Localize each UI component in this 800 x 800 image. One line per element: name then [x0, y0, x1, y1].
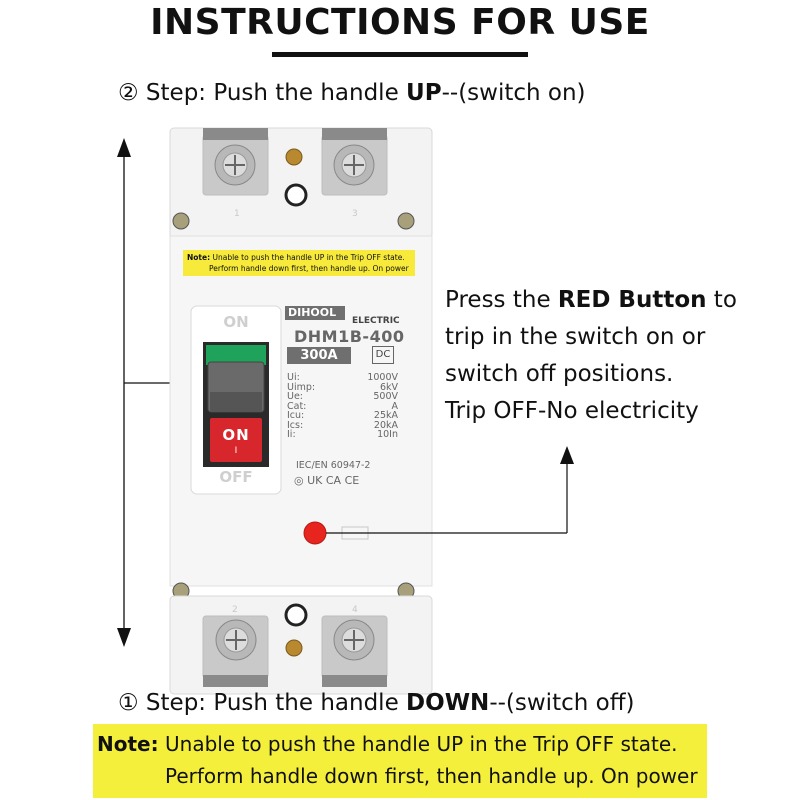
- cover-screw-icon: [172, 212, 190, 230]
- standard-label: IEC/EN 60947-2: [296, 460, 371, 471]
- spec-value: 1000V: [367, 372, 398, 383]
- brand-logo: DIHOOL: [285, 306, 345, 320]
- step-switch-off: ① Step: Push the handle DOWN--(switch of…: [118, 690, 635, 716]
- spec-key: Cat:: [287, 400, 307, 412]
- handle-off-label: OFF: [219, 468, 253, 486]
- breaker-warning-strip: Note: Unable to push the handle UP in th…: [183, 250, 415, 276]
- desc-emphasis: RED Button: [557, 287, 707, 313]
- note-banner: Note: Unable to push the handle UP in th…: [93, 724, 707, 798]
- spec-value: 500V: [373, 391, 398, 402]
- current-rating: 300A: [287, 347, 351, 364]
- step-switch-on: ② Step: Push the handle UP--(switch on): [118, 80, 586, 106]
- terminal-screw-icon: [214, 144, 256, 186]
- on-button-sub-label: I: [234, 446, 238, 456]
- spec-value: 20kA: [373, 419, 398, 431]
- spec-value: 25kA: [373, 410, 398, 421]
- terminal-screw-icon: [333, 144, 375, 186]
- model-number: DHM1B-400: [294, 327, 405, 346]
- terminal-number: 1: [234, 209, 240, 219]
- spec-keys: Ui: Uimp: Ue: Cat: Icu: Ics: Ii:: [287, 373, 315, 440]
- down-arrow-icon: [117, 628, 131, 647]
- note-label: Note:: [97, 732, 159, 756]
- cert-marks-text: UK CA CE: [307, 474, 360, 487]
- title-underline: [272, 52, 528, 57]
- step-emphasis: UP: [406, 80, 442, 106]
- terminal-number: 2: [232, 605, 238, 615]
- spec-key: Uimp:: [287, 381, 316, 393]
- brand-subtitle: ELECTRIC: [352, 316, 400, 326]
- note-line1: Unable to push the handle UP in the Trip…: [165, 732, 678, 756]
- on-button-label: ON: [222, 426, 250, 444]
- desc-line4: Trip OFF-No electricity: [445, 398, 699, 424]
- spec-value: A: [391, 400, 399, 412]
- certification-marks: ◎ UK CA CE: [294, 474, 359, 487]
- red-button-description: Press the RED Button to trip in the swit…: [445, 282, 737, 430]
- terminal-number: 4: [352, 605, 358, 615]
- spec-key: Ii:: [287, 429, 296, 440]
- step-suffix: --(switch on): [441, 80, 586, 106]
- brass-screw-icon: [285, 639, 303, 657]
- spec-key: Ics:: [287, 419, 304, 431]
- strip-note-label: Note:: [187, 253, 211, 262]
- desc-line1: Press the RED Button to: [445, 287, 737, 313]
- handle-on-label: ON: [223, 313, 249, 331]
- step-prefix: Step: Push the handle: [138, 690, 407, 716]
- red-trip-button: [303, 521, 327, 545]
- up-arrow-icon: [560, 446, 574, 464]
- step-prefix: Step: Push the handle: [138, 80, 407, 106]
- on-indicator-button: [210, 418, 262, 462]
- spec-key: Ue:: [287, 391, 303, 402]
- strip-note-line2: Perform handle down first, then handle u…: [209, 264, 409, 273]
- spec-key: Icu:: [287, 410, 305, 421]
- step-marker: ①: [118, 690, 139, 716]
- desc-line3: switch off positions.: [445, 361, 674, 387]
- desc-line2: trip in the switch on or: [445, 324, 706, 350]
- step-emphasis: DOWN: [406, 690, 490, 716]
- spec-value: 10In: [377, 429, 398, 440]
- terminal-number: 3: [352, 209, 358, 219]
- terminal-screw-icon: [333, 619, 375, 661]
- step-marker: ②: [118, 80, 139, 106]
- step-suffix: --(switch off): [489, 690, 635, 716]
- spec-values: 1000V 6kV 500V A 25kA 20kA 10In: [350, 373, 398, 440]
- ccc-mark-icon: ◎: [294, 474, 308, 487]
- strip-note-line1: Unable to push the handle UP in the Trip…: [212, 253, 405, 262]
- brass-screw-icon: [285, 148, 303, 166]
- note-line2: Perform handle down first, then handle u…: [165, 764, 698, 788]
- cover-screw-icon: [397, 212, 415, 230]
- page-title: INSTRUCTIONS FOR USE: [150, 2, 650, 43]
- current-type-badge: DC: [372, 346, 394, 364]
- spec-key: Ui:: [287, 372, 300, 383]
- spec-value: 6kV: [379, 381, 398, 393]
- up-arrow-icon: [117, 138, 131, 157]
- terminal-screw-icon: [215, 619, 257, 661]
